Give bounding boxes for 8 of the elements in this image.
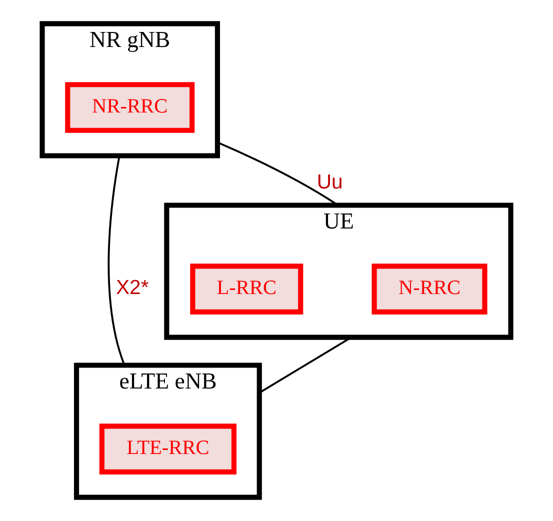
connector	[108, 156, 126, 366]
node-box: NR-RRC	[65, 82, 195, 133]
connector	[258, 336, 352, 394]
edge-label: Uu	[316, 172, 343, 194]
node-box: N-RRC	[372, 264, 488, 314]
node-box: L-RRC	[190, 264, 304, 314]
edge-label: X2*	[116, 276, 149, 299]
node-box: LTE-RRC	[99, 424, 236, 474]
